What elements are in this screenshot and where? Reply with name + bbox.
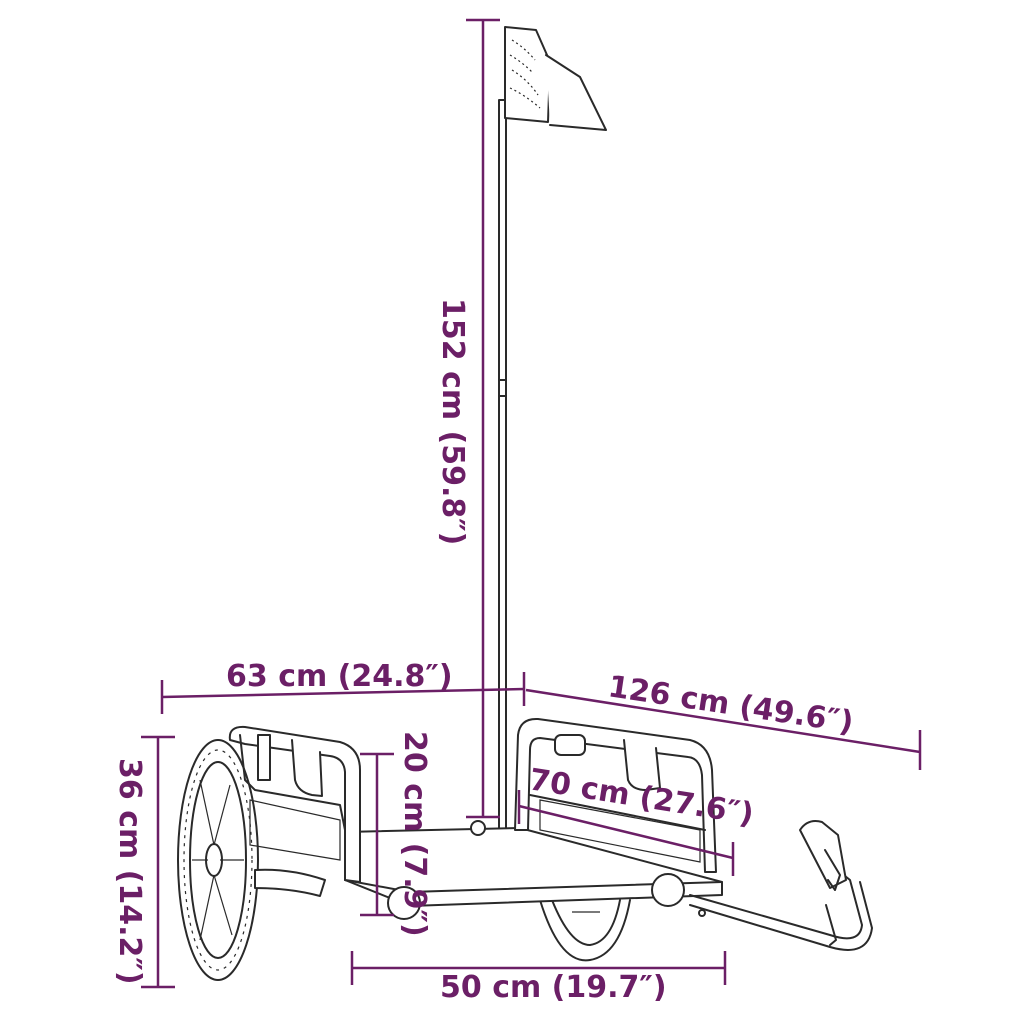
trailer-illustration [177, 26, 873, 981]
axle-mount [254, 868, 326, 897]
front-side-panel [514, 717, 717, 873]
label-bed-width: 50 cm (19.7″) [440, 970, 667, 1005]
dim-line-total-height [141, 735, 175, 989]
dim-line-bed-width [350, 951, 727, 985]
label-flag-height: 152 cm (59.8″) [435, 298, 470, 545]
dim-line-flag-height [466, 18, 500, 819]
dim-line-side-height [360, 752, 394, 917]
front-wheel [539, 899, 631, 962]
rear-wheel [177, 739, 259, 981]
label-total-height: 36 cm (14.2″) [112, 758, 147, 985]
label-top-width: 63 cm (24.8″) [226, 659, 453, 694]
rear-side-panel [228, 725, 361, 883]
bed-rollers [387, 820, 685, 920]
dim-line-bed-length [517, 790, 735, 876]
dim-line-total-length [525, 688, 922, 770]
dim-line-top-width [160, 672, 526, 714]
flag-pole [498, 99, 507, 831]
label-side-height: 20 cm (7.9″) [397, 731, 432, 937]
hitch-arm [689, 820, 873, 951]
label-total-length: 126 cm (49.6″) [606, 669, 856, 740]
flag [504, 26, 607, 131]
